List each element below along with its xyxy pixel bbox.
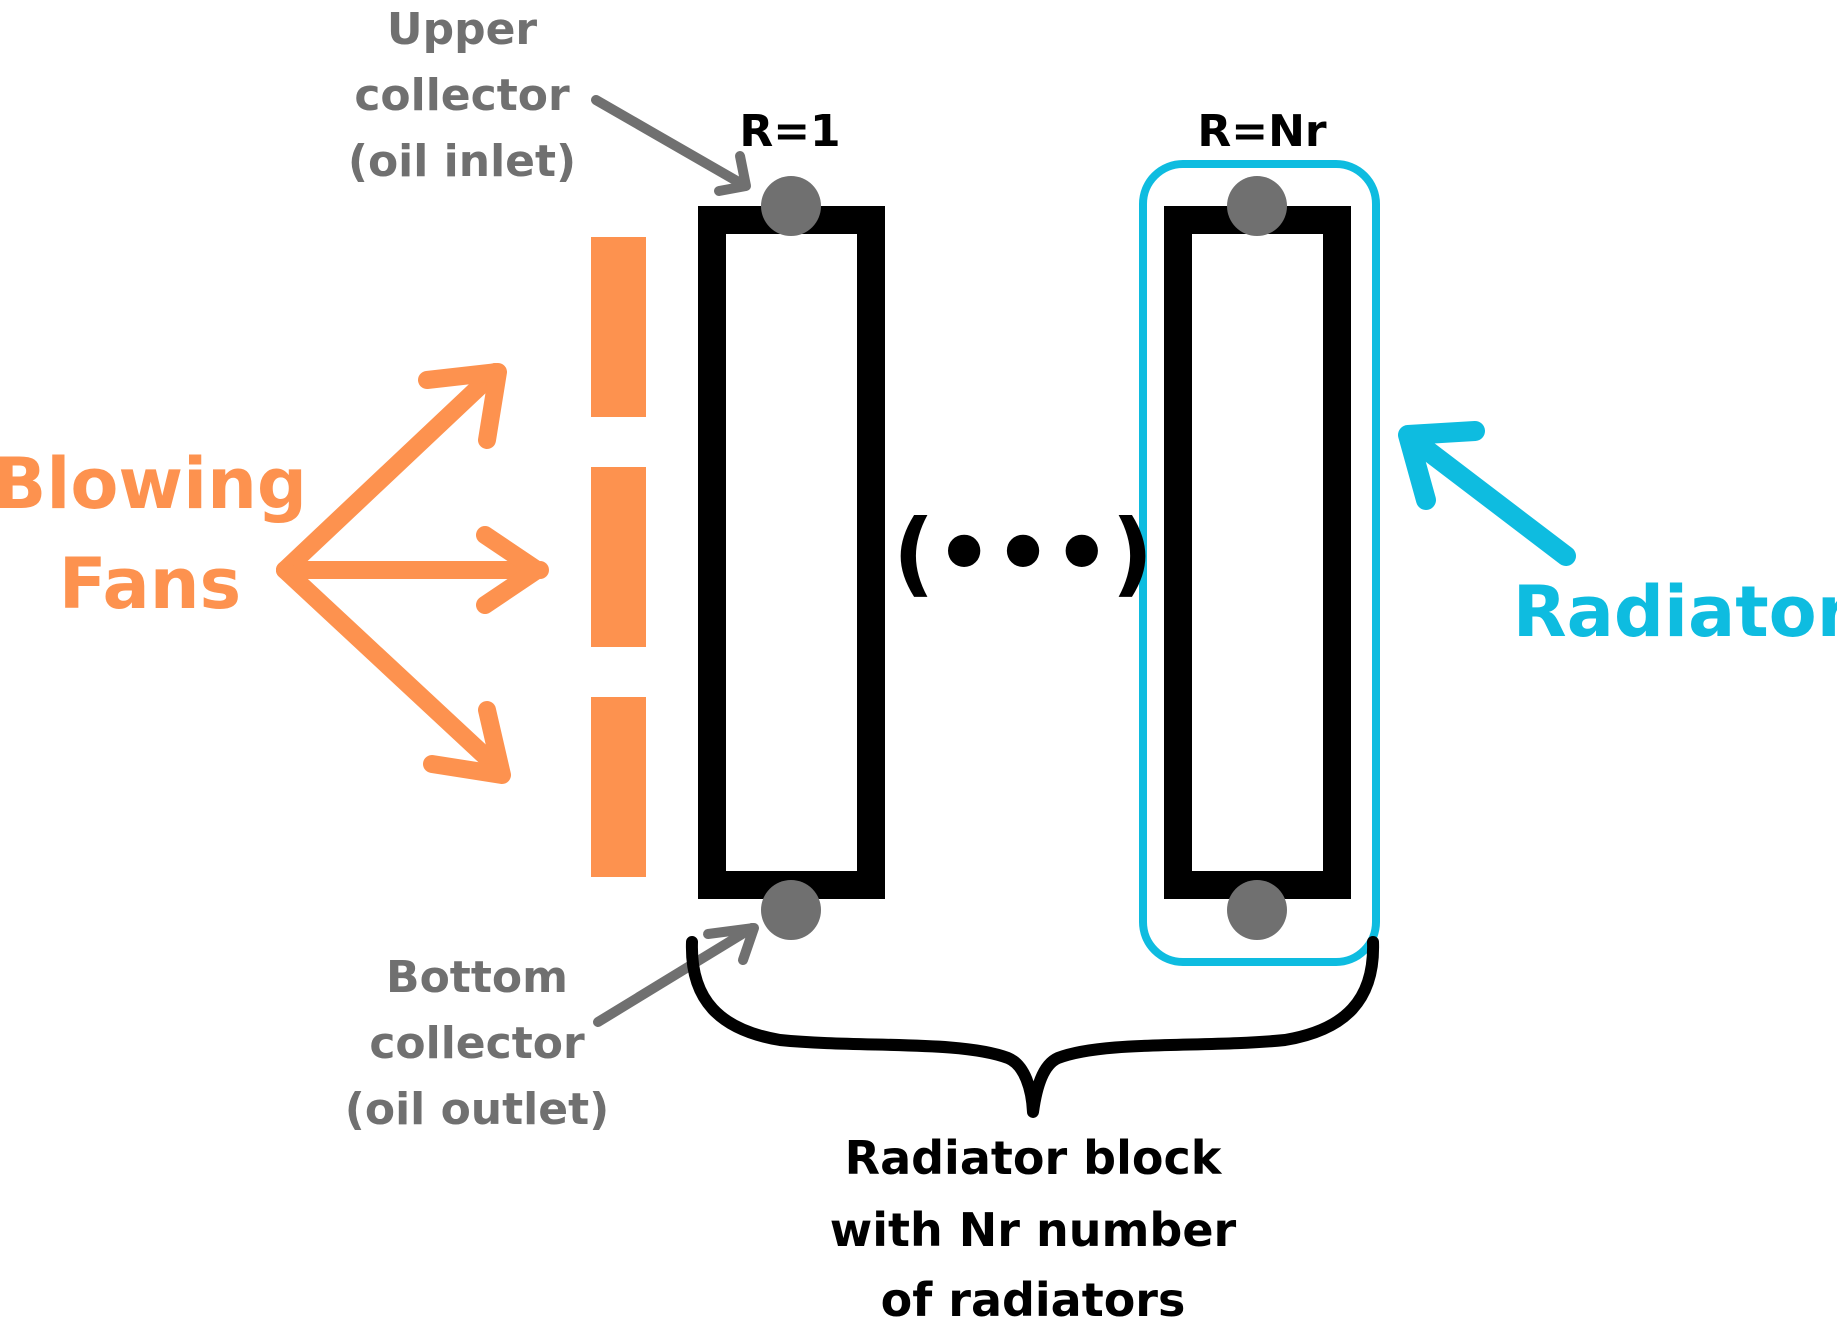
radiator-block-brace [685, 936, 1380, 1118]
fans-label-line2: Fans [59, 543, 241, 625]
radiator-last-label: R=Nr [1197, 106, 1327, 157]
block-label-line3: of radiators [881, 1273, 1186, 1327]
fan-blade-bottom [591, 697, 646, 877]
radiator-highlight-outline [1139, 160, 1380, 966]
radiator-last [1139, 160, 1380, 966]
block-label-line2: with Nr number [830, 1203, 1237, 1257]
upper-collector-label-line2: collector [354, 70, 570, 121]
bottom-collector-label-line2: collector [369, 1018, 585, 1069]
radiator-first-upper-collector [761, 176, 821, 236]
arrow-down-right-icon [276, 561, 511, 784]
bottom-collector-label-line1: Bottom [386, 952, 568, 1003]
fans-label-line1: Blowing [0, 443, 307, 525]
radiator-first-bottom-collector [761, 880, 821, 940]
fan-blades [591, 237, 646, 877]
upper-collector-arrow-icon [591, 95, 751, 196]
collector-pointers [591, 95, 759, 1027]
radiator-first [698, 176, 885, 940]
bottom-collector-label-line3: (oil outlet) [345, 1084, 609, 1135]
arrow-right-icon [276, 526, 549, 614]
radiators-ellipsis: (•••) [893, 500, 1154, 607]
fan-blade-middle [591, 467, 646, 647]
fan-blade-top [591, 237, 646, 417]
arrow-up-right-icon [276, 363, 507, 579]
block-label-line1: Radiator block [845, 1131, 1223, 1185]
radiator-last-body [1164, 206, 1351, 899]
upper-collector-label-line3: (oil inlet) [348, 136, 576, 187]
upper-collector-label-line1: Upper [387, 4, 538, 55]
radiator-first-label: R=1 [739, 106, 840, 157]
radiator-callout-label: Radiator [1513, 571, 1837, 653]
radiator-last-upper-collector [1227, 176, 1287, 236]
bottom-collector-arrow-icon [593, 923, 759, 1027]
radiator-last-bottom-collector [1227, 880, 1287, 940]
blowing-arrows [276, 363, 549, 784]
radiator-callout-arrow-icon [1398, 421, 1576, 566]
radiator-first-body [698, 206, 885, 899]
